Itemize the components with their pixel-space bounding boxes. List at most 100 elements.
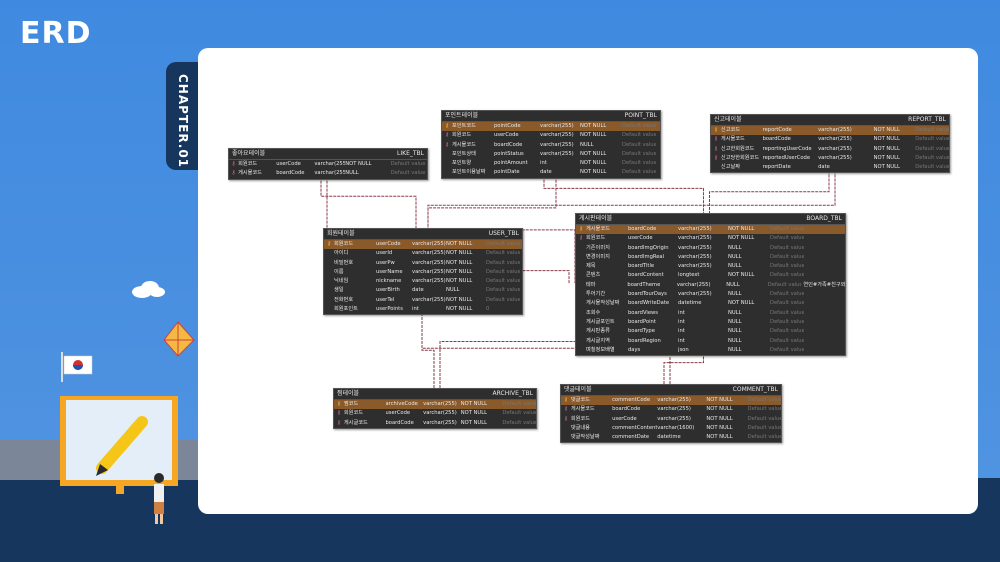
- column-type: varchar(255): [314, 161, 346, 167]
- column-default: Default value: [502, 410, 537, 417]
- column-icon: [442, 159, 452, 168]
- column-default: Default value: [486, 287, 520, 294]
- column-nullable: NOT NULL: [446, 268, 473, 275]
- column-kr-name: 생일: [334, 287, 344, 294]
- column-kr-name: 닉네임: [334, 278, 349, 285]
- column-icon: [576, 271, 586, 280]
- table-korean-name: 댓글테이블: [564, 386, 592, 393]
- column-icon: [711, 163, 721, 172]
- column-code: userCode: [385, 410, 411, 417]
- column-code: boardCode: [612, 406, 641, 413]
- column-kr-name: 댓글내용: [570, 424, 590, 431]
- column-nullable: NOT NULL: [873, 127, 900, 133]
- column-kr-name: 게시물작성날짜: [586, 300, 620, 307]
- column-code: boardCode: [494, 141, 523, 148]
- column-kr-name: 투어기간: [586, 291, 606, 298]
- column-nullable: NOT NULL: [873, 145, 900, 152]
- column-kr-name: 이름: [334, 268, 344, 275]
- column-type: datetime: [678, 300, 702, 307]
- column-icon: [324, 286, 334, 295]
- column-default: Default value: [770, 318, 804, 325]
- column-kr-name: 포인트상태: [452, 150, 476, 157]
- column-type: varchar(255): [678, 244, 712, 251]
- foreign-key-icon: ⚷: [231, 161, 236, 167]
- column-icon: [576, 309, 586, 318]
- column-default: Default value: [770, 346, 804, 353]
- foreign-key-icon: ⚷: [564, 415, 568, 422]
- relation-line: [421, 312, 435, 388]
- column-nullable: NULL: [446, 287, 460, 294]
- column-nullable: NOT NULL: [873, 154, 900, 161]
- column-default: Default value: [747, 406, 781, 413]
- column-nullable: NOT NULL: [446, 250, 473, 257]
- column-code: commentCode: [612, 397, 651, 403]
- column-code: reportDate: [762, 164, 791, 171]
- column-kr-name: 제목: [586, 263, 596, 270]
- column-type: varchar(255): [314, 170, 346, 177]
- column-nullable: NOT NULL: [728, 300, 755, 307]
- column-kr-name: 게시물코드: [570, 406, 595, 413]
- column-nullable: NOT NULL: [873, 136, 900, 143]
- column-default: Default value: [622, 160, 656, 167]
- column-default: Default value: [915, 136, 950, 143]
- column-kr-name: 아이디: [334, 250, 349, 257]
- column-code: boardType: [628, 328, 655, 335]
- column-default: Default value: [622, 132, 656, 139]
- column-nullable: NULL: [345, 170, 359, 177]
- column-default: Default value: [770, 337, 804, 344]
- column-code: boardContent: [628, 272, 664, 279]
- chapter-label: CHAPTER.01: [176, 74, 190, 169]
- column-code: boardViews: [628, 309, 658, 316]
